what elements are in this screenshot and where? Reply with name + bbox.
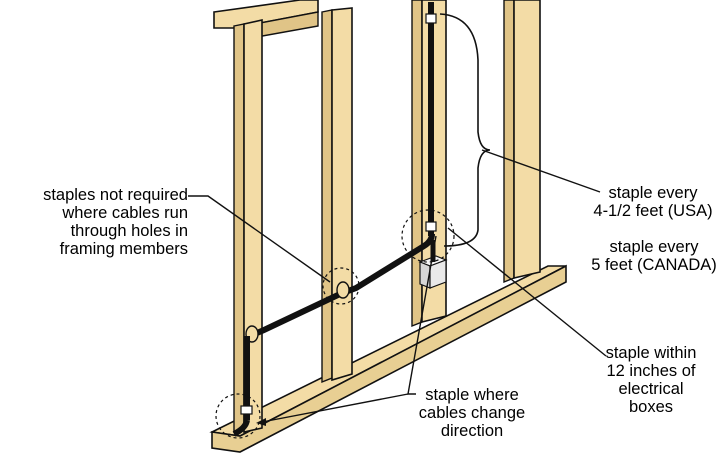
stud-2-side bbox=[321, 9, 333, 384]
leader-no-staples bbox=[188, 195, 331, 283]
stud-4-side bbox=[503, 0, 515, 284]
leader-every bbox=[481, 149, 601, 193]
circle-hole bbox=[322, 267, 360, 305]
staple-upper bbox=[425, 13, 437, 24]
label-within-boxes: staple within 12 inches of electrical bo… bbox=[605, 344, 697, 416]
staple-near-box bbox=[425, 221, 437, 232]
label-every-usa: staple every 4-1/2 feet (USA) bbox=[593, 184, 713, 220]
bottom-plate-front bbox=[211, 264, 567, 453]
leader-within bbox=[447, 227, 607, 357]
leader-direction-2 bbox=[261, 393, 409, 423]
electrical-box-face bbox=[429, 259, 447, 289]
cable-lower-bend bbox=[232, 419, 250, 437]
stud-1-side bbox=[233, 23, 245, 433]
label-change-direction: staple where cables change direction bbox=[418, 386, 526, 440]
staple-lower bbox=[240, 405, 253, 415]
circle-box-corner bbox=[401, 209, 455, 263]
stud-2-face bbox=[331, 7, 353, 382]
circle-lower-bend bbox=[215, 393, 261, 439]
arrow-direction-2 bbox=[256, 418, 266, 426]
hole-stud-2 bbox=[336, 281, 350, 299]
stud-4-face bbox=[513, 0, 541, 280]
spacing-brace bbox=[439, 13, 491, 247]
label-no-staples: staples not required where cables run th… bbox=[43, 186, 188, 258]
label-every-canada: staple every 5 feet (CANADA) bbox=[591, 238, 717, 274]
